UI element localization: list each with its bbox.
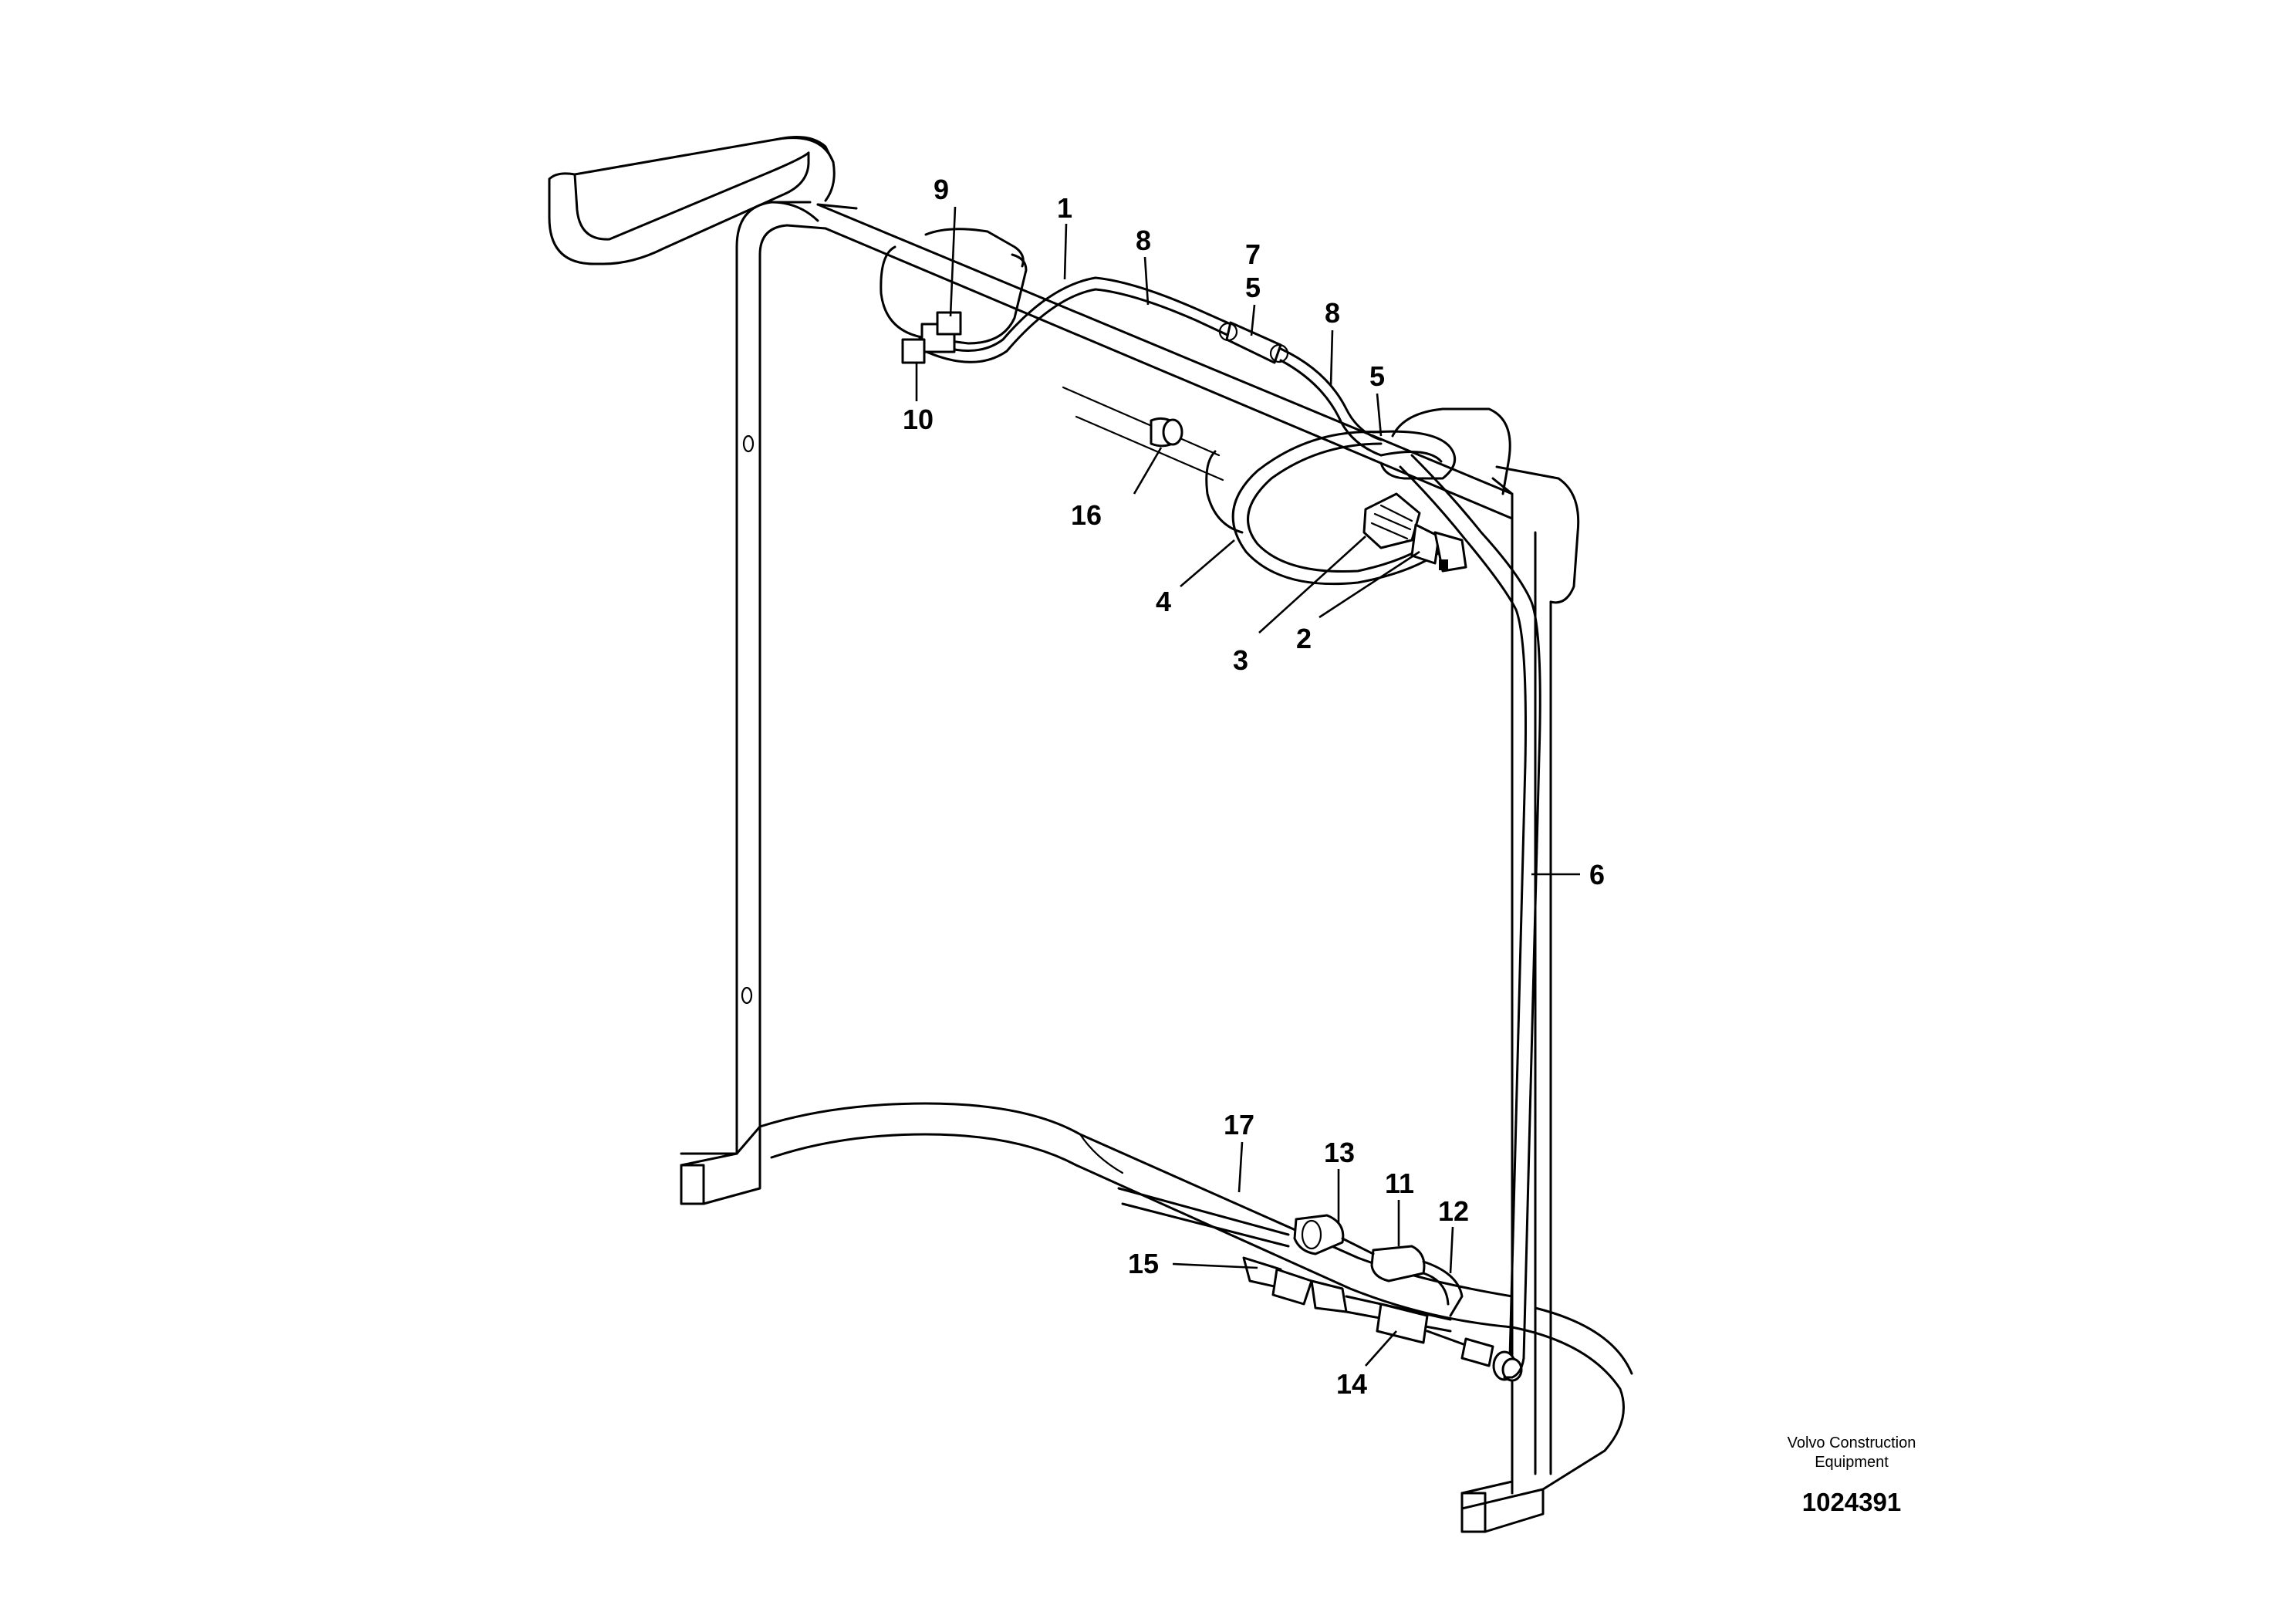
callout-2: 2 [1296,623,1312,654]
company-name-line1: Volvo Construction [1787,1434,1916,1451]
document-number: 1024391 [1801,1488,1902,1516]
callout-4: 4 [1156,586,1171,617]
leader-lines [915,206,1580,1367]
wiring-harness [901,276,1541,1382]
callout-8b: 8 [1325,297,1340,329]
callout-5b: 5 [1369,360,1385,392]
callout-6: 6 [1589,859,1605,890]
callout-7: 7 [1245,238,1261,270]
callout-16: 16 [1071,499,1102,531]
callout-1: 1 [1057,192,1072,224]
callout-10: 10 [903,404,934,435]
callout-12: 12 [1438,1195,1469,1227]
callout-labels: 9 1 8 7 5 8 5 10 16 4 3 2 6 17 13 11 12 … [903,174,1605,1400]
callout-17: 17 [1224,1109,1254,1140]
callout-9: 9 [934,174,949,205]
callout-5: 5 [1245,272,1261,303]
company-name-line2: Equipment [1815,1454,1889,1471]
callout-11: 11 [1385,1168,1414,1199]
publisher-block: Volvo Construction Equipment 1024391 [1744,1434,1960,1517]
callout-14: 14 [1336,1368,1367,1400]
callout-3: 3 [1233,644,1248,676]
callout-13: 13 [1324,1137,1355,1168]
callout-8: 8 [1136,225,1151,256]
frame-structure [548,136,1633,1533]
callout-15: 15 [1128,1248,1159,1279]
